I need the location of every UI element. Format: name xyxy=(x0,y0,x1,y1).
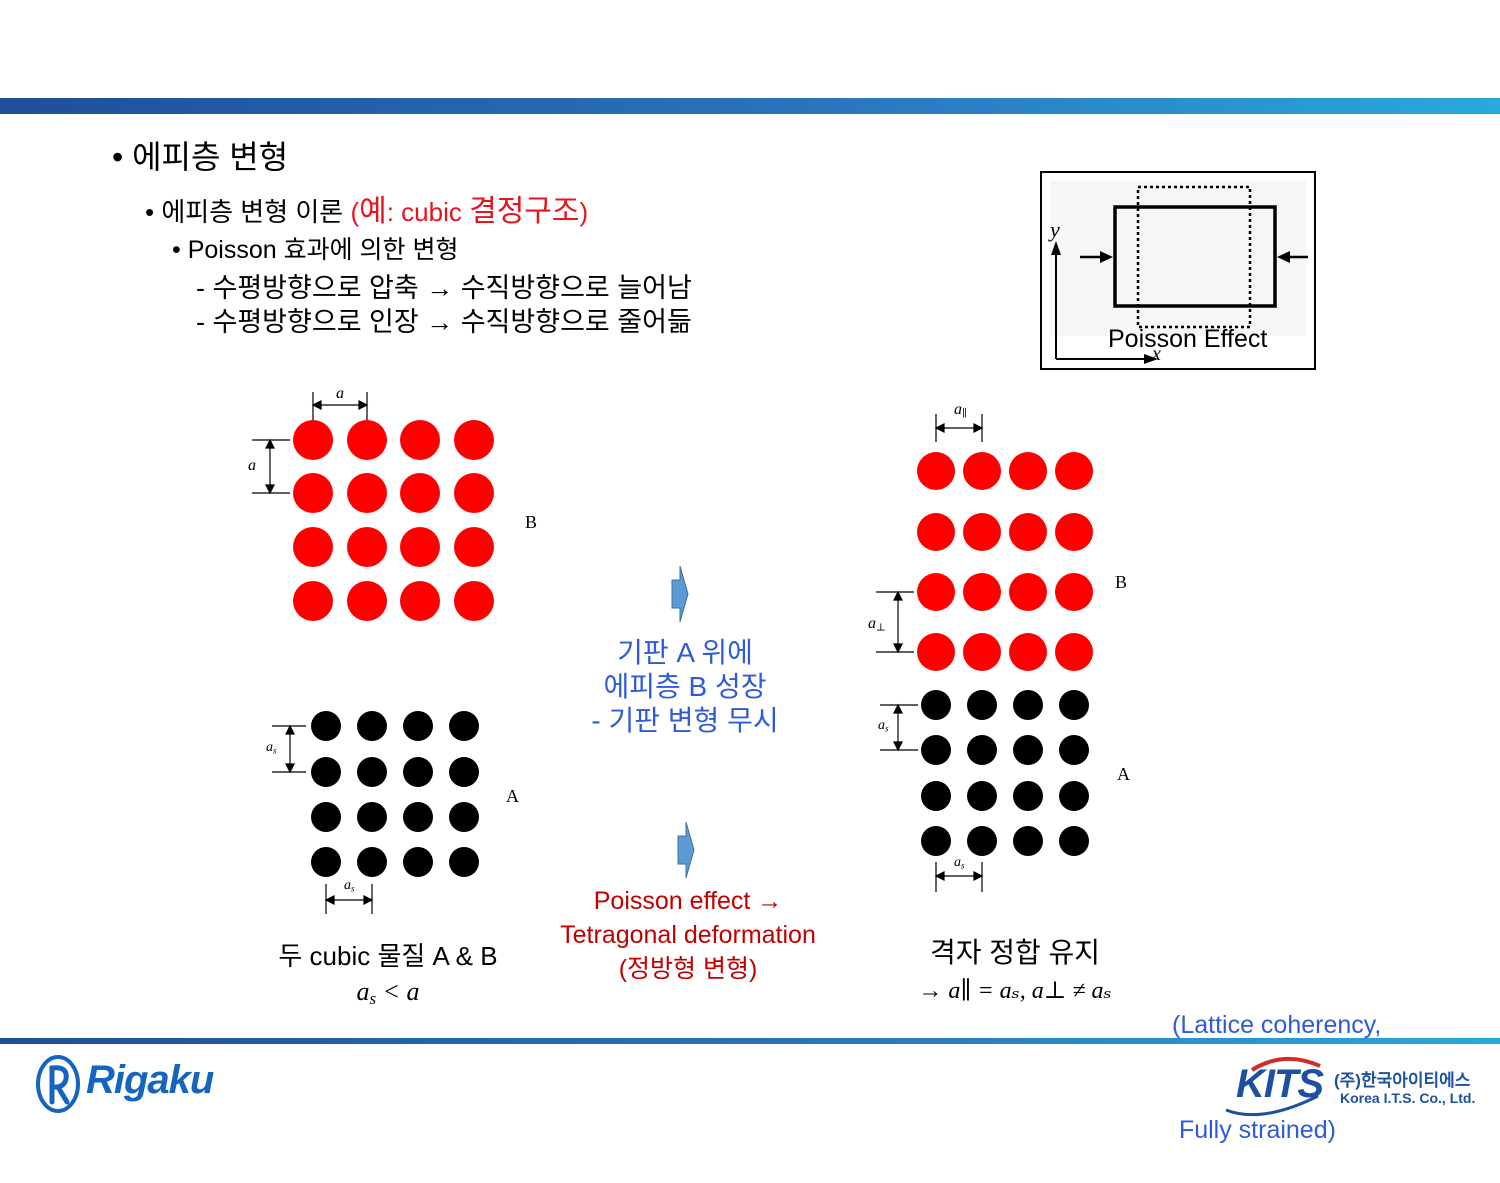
bullet1-text: 에피층 변형 xyxy=(132,139,289,175)
poisson-effect-label: Poisson Effect xyxy=(1108,325,1268,353)
growth-line2: 에피층 B 성장 xyxy=(603,671,767,702)
label-layer-b-left: B xyxy=(525,512,538,532)
y-arrow-icon xyxy=(1051,241,1061,255)
right-caption-line2: → a∥ = aₛ, a⊥ ≠ aₛ xyxy=(918,978,1112,1004)
footer-bar xyxy=(0,1038,1500,1044)
lattice-diagrams xyxy=(252,392,1093,914)
line-tension: - 수평방향으로 인장 → 수직방향으로 줄어듦 xyxy=(196,307,692,337)
poisson-line1: Poisson effect → xyxy=(593,887,783,915)
coherency-note-line2: Fully strained) xyxy=(1172,1116,1336,1144)
poisson-line3: (정방형 변형) xyxy=(618,955,758,983)
rigaku-logo-text: Rigaku xyxy=(86,1058,214,1102)
poisson-line2: Tetragonal deformation xyxy=(560,921,816,949)
dimension-a-perp xyxy=(876,590,914,654)
rigaku-logo-icon xyxy=(36,1055,80,1113)
kits-swoosh-icon xyxy=(1225,1056,1321,1117)
label-as-horizontal: as xyxy=(344,878,355,894)
lattice-b-strained xyxy=(917,452,1093,671)
kits-logo-text: KITS xyxy=(1236,1062,1324,1106)
label-a-vertical: a xyxy=(248,457,256,474)
bullet2-example-tail: 결정구조 xyxy=(469,195,580,228)
kits-english-name: Korea I.T.S. Co., Ltd. xyxy=(1340,1090,1476,1106)
bullet2-paren-close: ) xyxy=(579,197,589,227)
deformed-shape xyxy=(1113,205,1277,308)
lattice-a-substrate-right xyxy=(921,690,1089,856)
bullet2-text: 에피층 변형 이론 xyxy=(161,197,351,227)
growth-description: 기판 A 위에 에피층 B 성장 - 기판 변형 무시 xyxy=(540,636,830,738)
dimension-as-right xyxy=(880,703,918,752)
right-caption-line1: 격자 정합 유지 xyxy=(929,937,1101,968)
dimension-as-horizontal xyxy=(324,884,374,914)
growth-line1: 기판 A 위에 xyxy=(617,637,753,668)
growth-line3: - 기판 변형 무시 xyxy=(591,705,779,736)
label-as-right: as xyxy=(878,718,889,734)
right-arrow-icon xyxy=(671,565,689,623)
dimension-a-horizontal xyxy=(311,392,369,420)
x-arrow-icon xyxy=(1144,354,1158,364)
bullet3-text: Poisson 효과에 의한 변형 xyxy=(187,236,459,264)
left-caption-line1: 두 cubic 물질 A & B xyxy=(278,941,498,971)
bullet-epi-strain: • 에피층 변형 xyxy=(112,139,289,175)
poisson-diagram xyxy=(1050,181,1308,364)
label-as-bottom-right: as xyxy=(954,855,965,871)
dimension-a-parallel xyxy=(934,414,984,442)
label-a-parallel: a∥ xyxy=(954,401,967,420)
label-layer-a-left: A xyxy=(506,786,519,806)
poisson-x-label: x xyxy=(1152,343,1161,365)
left-caption: 두 cubic 물질 A & B as < a xyxy=(250,938,526,1017)
bullet2-paren-open: ( xyxy=(350,197,360,227)
kits-logo: KITS (주)한국아이티에스 Korea I.T.S. Co., Ltd. xyxy=(1222,1052,1482,1118)
label-as-vertical: as xyxy=(266,740,277,756)
dimension-as-bottom-right xyxy=(934,862,984,892)
label-a-horizontal: a xyxy=(336,385,344,402)
label-layer-b-right: B xyxy=(1115,572,1128,592)
line-compression: - 수평방향으로 압축 → 수직방향으로 늘어남 xyxy=(196,273,692,303)
dotted-original-shape xyxy=(1136,185,1252,329)
label-a-perp: a⊥ xyxy=(868,615,886,634)
bullet2-example-rest: : cubic xyxy=(386,197,470,227)
dimension-as-vertical xyxy=(272,724,306,774)
header-bar xyxy=(0,98,1500,114)
lattice-b-unstrained xyxy=(293,420,494,621)
lattice-a-substrate xyxy=(311,711,479,877)
bullet-poisson: • Poisson 효과에 의한 변형 xyxy=(172,236,459,264)
left-caption-line2: as < a xyxy=(356,977,420,1009)
right-caption: 격자 정합 유지 → a∥ = aₛ, a⊥ ≠ aₛ xyxy=(880,934,1150,1010)
coherency-note-line1: (Lattice coherency, xyxy=(1172,1011,1382,1039)
kits-korean-name: (주)한국아이티에스 xyxy=(1334,1071,1471,1090)
right-arrow-icon-2 xyxy=(677,821,695,879)
poisson-y-label: y xyxy=(1050,217,1060,242)
poisson-effect-figure: y x Poisson Effect xyxy=(1040,171,1316,370)
rigaku-logo: Rigaku xyxy=(34,1052,274,1116)
dimension-a-vertical xyxy=(252,438,290,495)
compress-right-arrow-icon xyxy=(1277,251,1290,263)
compress-left-arrow-icon xyxy=(1100,251,1113,263)
bullet-epi-theory: • 에피층 변형 이론 (예: cubic 결정구조) xyxy=(145,195,589,228)
bullet2-example-ko: 예 xyxy=(359,195,387,228)
label-layer-a-right: A xyxy=(1117,764,1130,784)
poisson-deformation-text: Poisson effect → Tetragonal deformation … xyxy=(530,884,846,986)
